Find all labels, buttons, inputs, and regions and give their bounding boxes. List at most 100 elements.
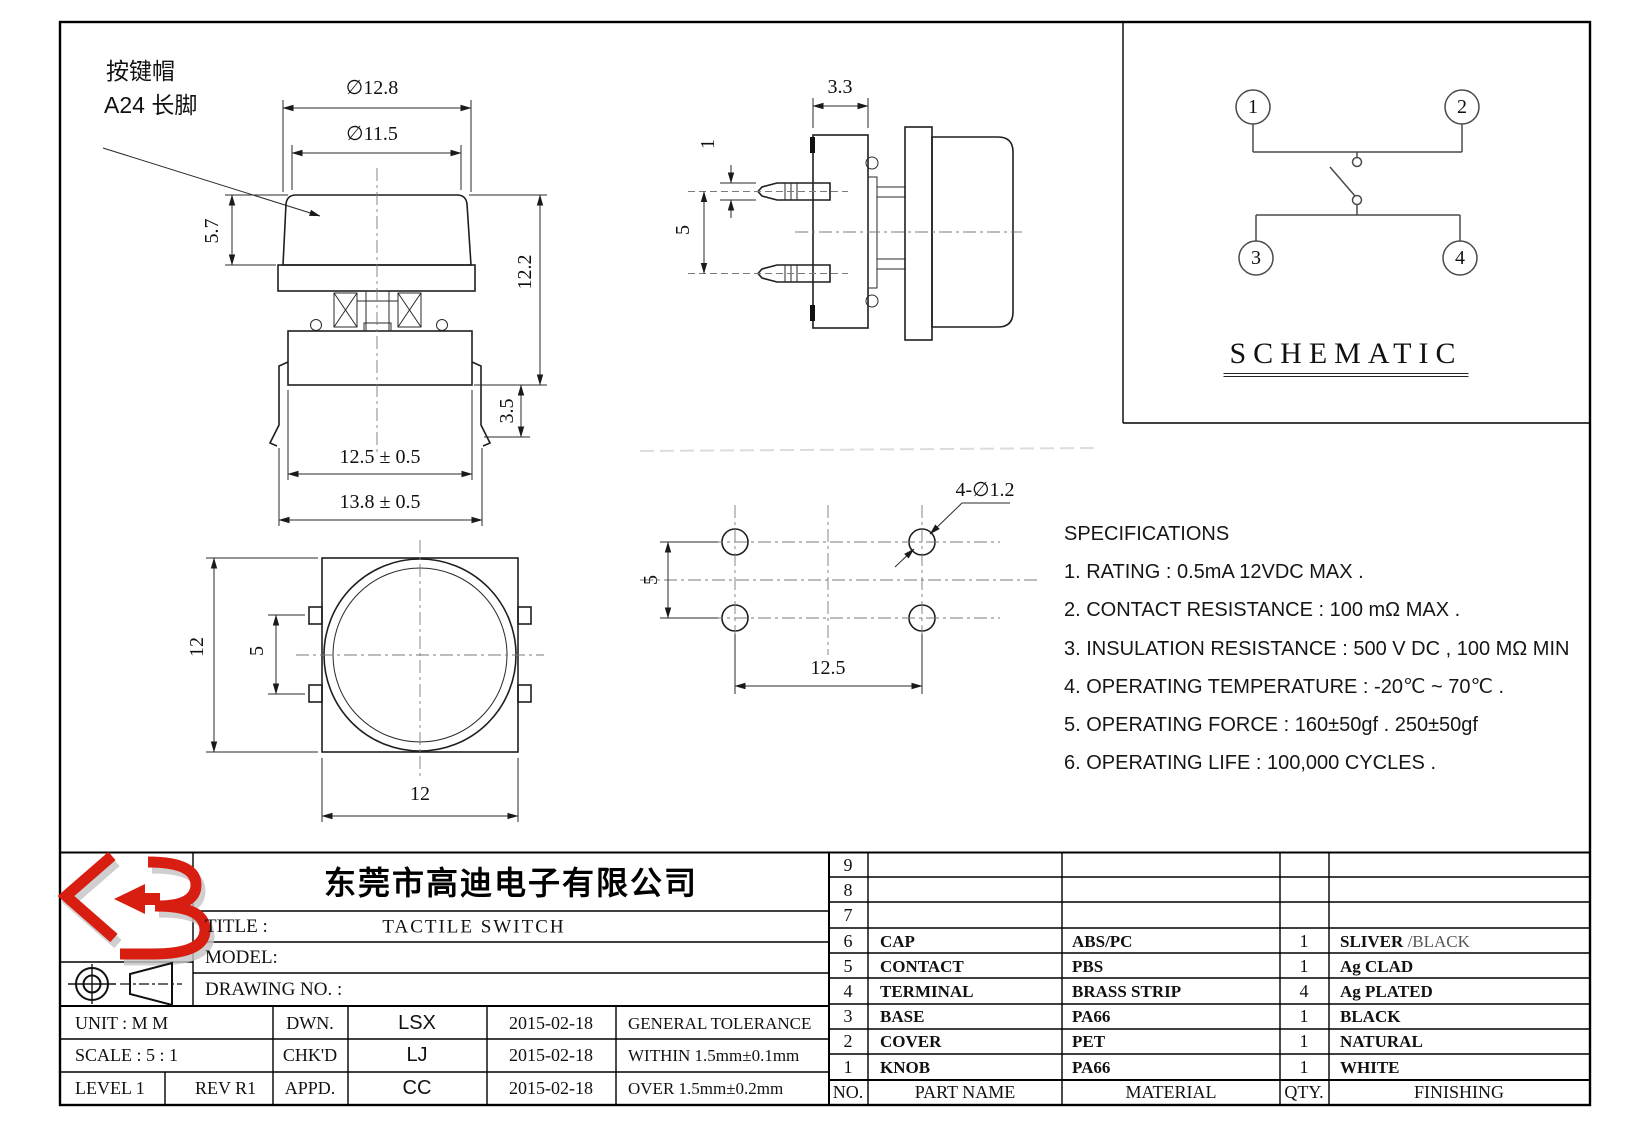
col-header-qty: QTY. (1284, 1082, 1324, 1102)
dim-clip-height: 3.5 (496, 398, 518, 424)
pcb-layout-view (640, 502, 1040, 694)
row2-finishing: NATURAL (1340, 1032, 1423, 1051)
watermark-artifact (639, 447, 1099, 452)
terminal-2-label: 2 (1457, 96, 1467, 118)
row5-qty: 1 (1299, 956, 1309, 976)
company-logo (57, 851, 215, 966)
col-header-material: MATERIAL (1125, 1082, 1217, 1102)
row2-qty: 1 (1299, 1031, 1309, 1051)
dwn-value: LSX (398, 1012, 436, 1034)
rev-cell: REV R1 (195, 1078, 257, 1098)
chkd-label: CHK'D (282, 1045, 338, 1065)
dwn-date: 2015-02-18 (509, 1013, 593, 1033)
row6-qty: 1 (1299, 931, 1309, 951)
tolerance-within: WITHIN 1.5mm±0.1mm (628, 1046, 800, 1065)
specs-title: SPECIFICATIONS (1064, 523, 1230, 545)
title-value: TACTILE SWITCH (382, 916, 566, 938)
appd-date: 2015-02-18 (509, 1078, 593, 1098)
schematic-circuit (1235, 89, 1480, 276)
row1-part: KNOB (880, 1058, 931, 1077)
unit-cell: UNIT : M M (75, 1013, 169, 1033)
row1-no: 1 (843, 1057, 853, 1077)
row1-finishing: WHITE (1340, 1058, 1400, 1077)
dim-pin-offset: 1 (697, 139, 719, 149)
dim-cap-height: 5.7 (201, 218, 223, 244)
sheet-border (58, 20, 1592, 1107)
row3-finishing: BLACK (1340, 1007, 1401, 1026)
chkd-value: LJ (406, 1044, 428, 1066)
schematic-title: SCHEMATIC (1223, 339, 1469, 377)
row8-no: 8 (843, 880, 853, 900)
side-view (688, 98, 1022, 341)
terminal-1-label: 1 (1248, 96, 1258, 118)
dim-pin-pitch: 5 (672, 225, 694, 235)
spec-item-3: 3. INSULATION RESISTANCE : 500 V DC , 10… (1064, 638, 1570, 660)
row3-no: 3 (843, 1006, 853, 1026)
tolerance-title: GENERAL TOLERANCE (628, 1014, 812, 1033)
dim-overall-width: 13.8 ± 0.5 (339, 491, 421, 513)
company-name: 东莞市高迪电子有限公司 (323, 865, 699, 901)
logo-arrow-icon (114, 884, 160, 914)
level-cell: LEVEL 1 (75, 1078, 145, 1098)
dim-hole-pitch-h: 12.5 (810, 657, 846, 679)
row6-part: CAP (880, 932, 915, 951)
appd-label: APPD. (284, 1078, 336, 1098)
dwn-label: DWN. (286, 1013, 334, 1033)
row4-qty: 4 (1299, 981, 1309, 1001)
dim-top-width: 12 (410, 783, 430, 805)
row7-no: 7 (843, 905, 853, 925)
col-header-part: PART NAME (914, 1082, 1016, 1102)
row6-finishing: SLIVER /BLACK (1340, 933, 1470, 950)
row3-qty: 1 (1299, 1006, 1309, 1026)
schematic-box (1122, 22, 1590, 424)
dim-hole-pitch-v: 5 (640, 575, 662, 585)
row2-no: 2 (843, 1031, 853, 1051)
spec-item-6: 6. OPERATING LIFE : 100,000 CYCLES . (1064, 752, 1437, 774)
spec-item-5: 5. OPERATING FORCE : 160±50gf . 250±50gf (1064, 714, 1478, 736)
tolerance-over: OVER 1.5mm±0.2mm (628, 1079, 784, 1098)
spec-item-4: 4. OPERATING TEMPERATURE : -20℃ ~ 70℃ . (1064, 676, 1505, 698)
row4-material: BRASS STRIP (1072, 982, 1182, 1001)
dim-body-width: 12.5 ± 0.5 (339, 446, 421, 468)
col-header-no: NO. (832, 1082, 864, 1102)
scale-cell: SCALE : 5 : 1 (75, 1045, 179, 1065)
terminal-4-label: 4 (1455, 247, 1465, 269)
spec-item-1: 1. RATING : 0.5mA 12VDC MAX . (1064, 561, 1364, 583)
row5-no: 5 (843, 956, 853, 976)
row9-no: 9 (843, 855, 853, 875)
model-label: MODEL: (205, 947, 278, 968)
row1-qty: 1 (1299, 1057, 1309, 1077)
cap-annotation-line1: 按键帽 (106, 58, 175, 84)
cap-annotation-line2: A24 长脚 (104, 92, 198, 118)
col-header-finishing: FINISHING (1414, 1082, 1504, 1102)
projection-symbol-icon (68, 961, 182, 1007)
dim-tab-pitch: 5 (246, 646, 268, 656)
spec-item-2: 2. CONTACT RESISTANCE : 100 mΩ MAX . (1064, 599, 1461, 621)
drawing-no-label: DRAWING NO. : (205, 979, 343, 1000)
row3-material: PA66 (1072, 1007, 1111, 1026)
row4-no: 4 (843, 981, 853, 1001)
row6-finishing-main: SLIVER (1340, 932, 1404, 951)
dim-cap-outer-dia: ∅12.8 (345, 77, 399, 99)
front-view (102, 100, 547, 526)
row6-finishing-alt: /BLACK (1403, 932, 1470, 951)
row2-part: COVER (880, 1032, 942, 1051)
row6-no: 6 (843, 931, 853, 951)
top-view (206, 540, 544, 822)
row3-part: BASE (880, 1007, 925, 1026)
dim-total-height: 12.2 (514, 254, 536, 290)
row5-finishing: Ag CLAD (1340, 957, 1414, 976)
row6-material: ABS/PC (1072, 932, 1133, 951)
row1-material: PA66 (1072, 1058, 1111, 1077)
terminal-3-label: 3 (1251, 247, 1261, 269)
dim-top-height: 12 (186, 637, 208, 657)
appd-value: CC (402, 1077, 432, 1099)
dim-hole-callout: 4-∅1.2 (955, 479, 1015, 501)
dim-cap-inner-dia: ∅11.5 (346, 123, 398, 145)
dim-depth: 3.3 (827, 76, 853, 98)
chkd-date: 2015-02-18 (509, 1045, 593, 1065)
row4-part: TERMINAL (880, 982, 974, 1001)
row5-part: CONTACT (880, 957, 964, 976)
